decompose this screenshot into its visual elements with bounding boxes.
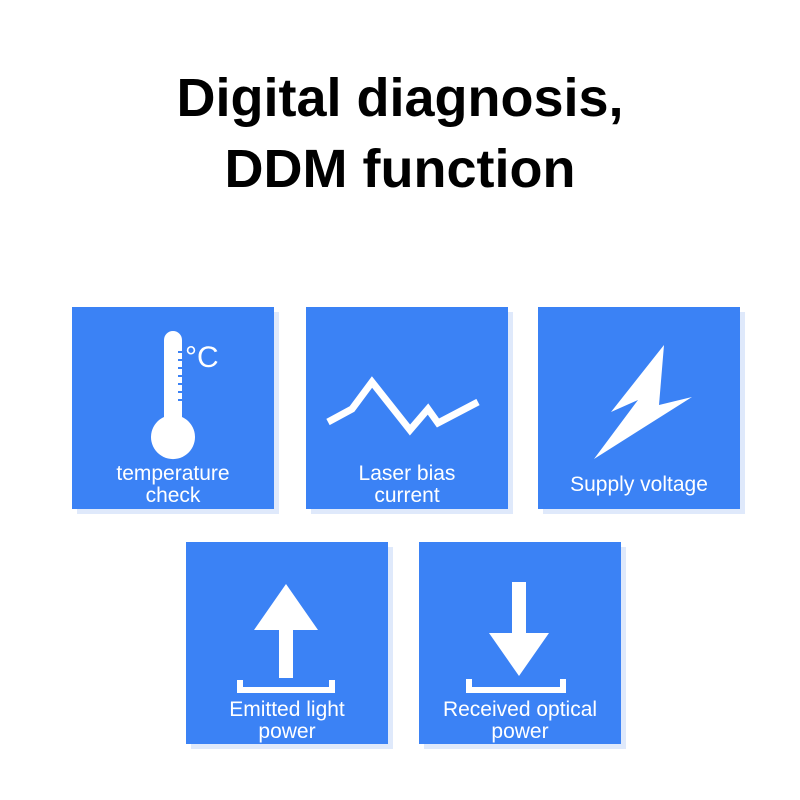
tile-label-line: power bbox=[258, 720, 316, 743]
tile-label-line: current bbox=[374, 484, 440, 507]
tile-label: Supply voltage bbox=[538, 474, 740, 496]
celsius-unit: °C bbox=[185, 341, 219, 374]
tile-label-line: Emitted light bbox=[229, 698, 345, 721]
zigzag-wave-icon bbox=[326, 376, 480, 436]
tile-label-line: temperature bbox=[116, 462, 230, 485]
title-line-2: DDM function bbox=[224, 139, 576, 199]
tile-label-line: Received optical bbox=[442, 698, 598, 721]
lightning-bolt-icon bbox=[594, 345, 692, 459]
tile-emitted-light-power: Emitted light power bbox=[186, 542, 388, 744]
tile-temperature-check: °C temperature check bbox=[72, 307, 274, 509]
tile-received-optical-power: Received optical power bbox=[419, 542, 621, 744]
tile-laser-bias-current: Laser bias current bbox=[306, 307, 508, 509]
thermometer-icon: °C bbox=[151, 331, 219, 460]
tile-label-line: Supply voltage bbox=[570, 473, 708, 496]
tile-label: Emitted light power bbox=[186, 699, 388, 743]
tile-label-line: Laser bias bbox=[358, 462, 456, 485]
tile-label: temperature check bbox=[72, 463, 274, 507]
download-arrow-icon bbox=[466, 582, 566, 693]
title-line-1: Digital diagnosis, bbox=[176, 68, 624, 128]
tile-label: Received optical power bbox=[419, 699, 621, 743]
tile-label-line: power bbox=[491, 720, 549, 743]
tile-label-line: check bbox=[145, 484, 201, 507]
tile-label: Laser bias current bbox=[306, 463, 508, 507]
upload-arrow-icon bbox=[237, 584, 335, 693]
tile-supply-voltage: Supply voltage bbox=[538, 307, 740, 509]
